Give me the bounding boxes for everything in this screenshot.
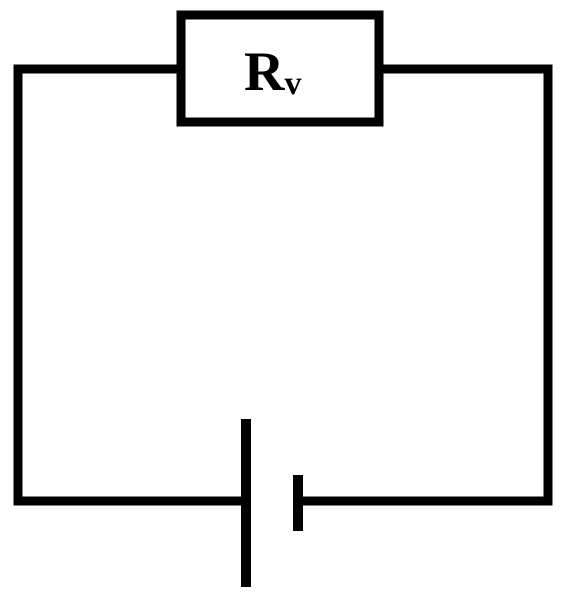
wire-left bbox=[13, 64, 249, 506]
resistor-body bbox=[176, 10, 384, 127]
resistor-label: Rv bbox=[244, 41, 301, 103]
wire-right bbox=[294, 64, 553, 506]
resistor-label-subscript: v bbox=[284, 65, 301, 102]
battery bbox=[241, 419, 303, 587]
resistor-label-main: R bbox=[244, 41, 285, 103]
resistor: Rv bbox=[176, 10, 384, 127]
